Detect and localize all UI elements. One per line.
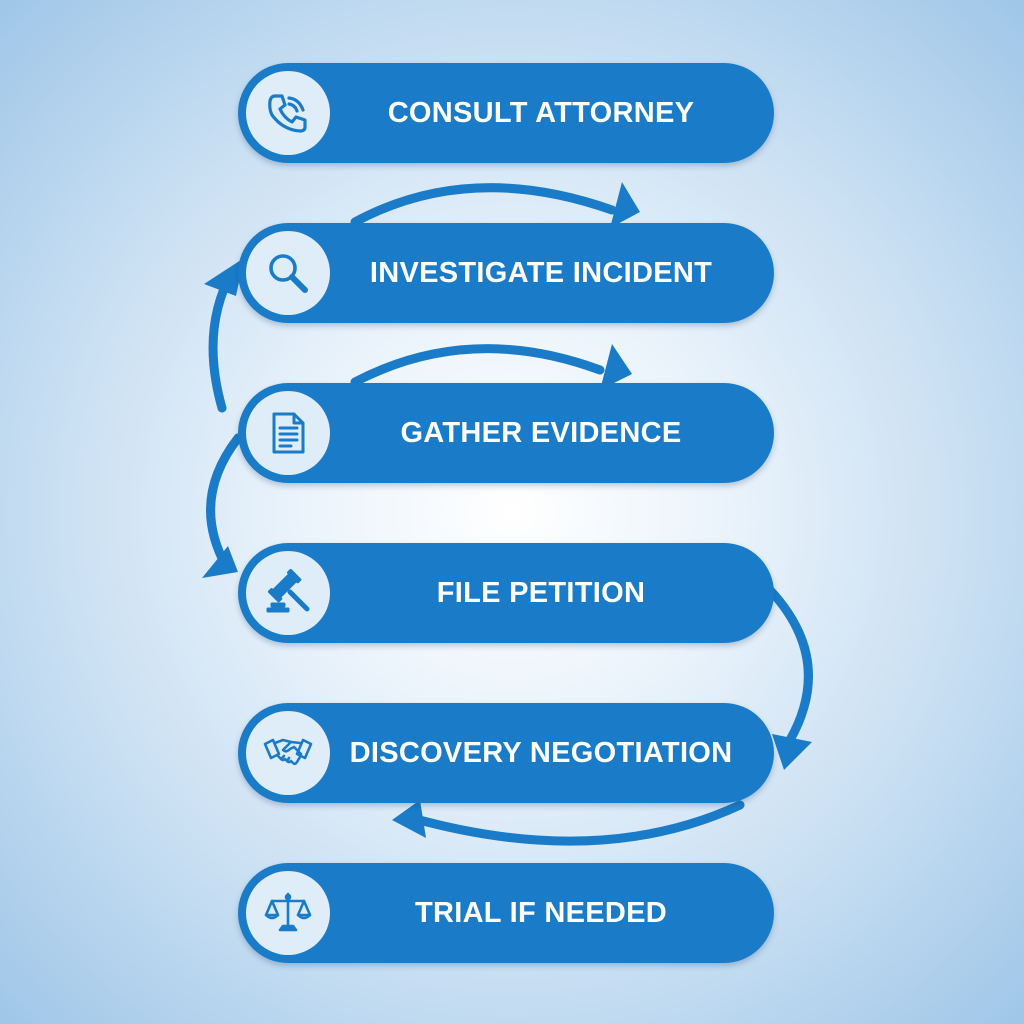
step-label: CONSULT ATTORNEY [387,96,695,129]
arrow-top-arc-2 [350,344,605,387]
arrowhead-right [772,734,812,770]
arrowhead-left-2 [202,546,238,578]
arrowhead-top-1 [610,182,640,228]
magnifier-icon [246,231,330,315]
arrowhead-left-1 [204,258,244,296]
arrow-bottom-arc [407,800,745,846]
arrow-left-arc-2 [206,433,243,571]
step-label: FILE PETITION [436,576,646,609]
step-label: TRIAL IF NEEDED [414,896,668,929]
gavel-icon [246,551,330,635]
step-discovery-negotiation: DISCOVERY NEGOTIATION [238,703,774,803]
step-investigate-incident: INVESTIGATE INCIDENT [238,223,774,323]
step-file-petition: FILE PETITION [238,543,774,643]
step-label: GATHER EVIDENCE [400,416,682,449]
phone-icon [246,71,330,155]
step-label: INVESTIGATE INCIDENT [369,256,713,289]
arrowhead-bottom [392,800,426,838]
arrow-top-arc-1 [350,183,617,227]
arrow-right-arc [765,585,813,745]
document-icon [246,391,330,475]
step-consult-attorney: CONSULT ATTORNEY [238,63,774,163]
handshake-icon [246,711,330,795]
arrowhead-top-2 [600,344,632,390]
step-trial-if-needed: TRIAL IF NEEDED [238,863,774,963]
step-label: DISCOVERY NEGOTIATION [349,736,733,769]
scales-icon [246,871,330,955]
step-gather-evidence: GATHER EVIDENCE [238,383,774,483]
